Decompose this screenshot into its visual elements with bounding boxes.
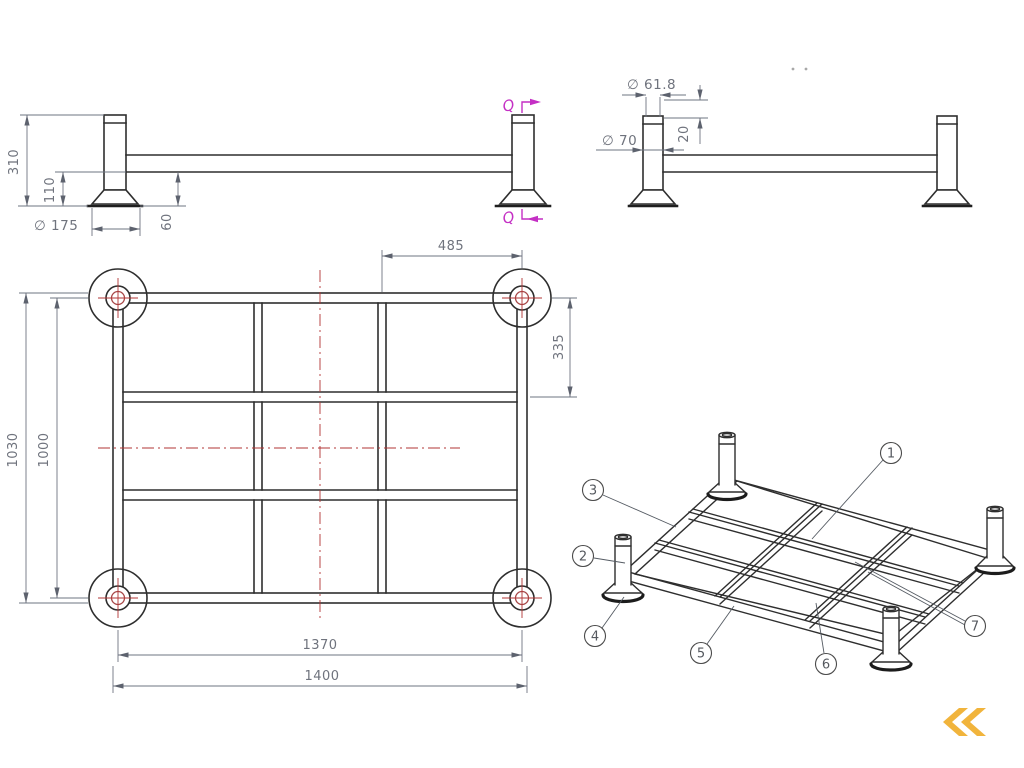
plan-centerlines [98,270,460,620]
section-mark-bottom: Q [501,208,543,228]
balloon-5: 5 [689,641,713,665]
dim-20-label: 20 [677,125,692,143]
dimension-foot-diameter: ∅ 175 [34,208,141,236]
front-left-leg [86,114,144,208]
balloon-6: 6 [814,652,838,676]
dimension-front-rail-height: 110 [43,171,126,206]
dim-485-label: 485 [438,239,464,254]
dimension-length-centers: 1370 [117,630,523,662]
dimension-front-height: 310 [7,114,104,207]
balloon-2-label: 2 [579,550,587,565]
dimension-depth-overall: 1030 [6,292,88,604]
dim-1400-label: 1400 [304,669,339,684]
dimension-front-foot-height: 60 [140,172,186,231]
iso-long-members [654,508,964,625]
plan-corner-feet [88,268,552,628]
front-elevation-view: 310 110 60 ∅ 175 Q Q [7,96,552,236]
balloon-4-label: 4 [591,630,599,645]
dim-60-label: 60 [160,213,175,231]
dimension-length-overall: 1400 [112,666,528,693]
balloon-2: 2 [571,544,595,568]
balloon-7: 7 [963,614,987,638]
dimension-post-diameter: ∅ 70 [596,133,684,153]
balloon-3: 3 [581,478,605,502]
isometric-view: 1 2 3 4 5 6 7 [571,431,1016,676]
dim-1370-label: 1370 [302,638,337,653]
side-right-leg [921,115,973,208]
dimension-bay-depth: 335 [530,297,577,398]
section-label-top: Q [501,96,517,116]
artifact-dots [791,67,808,71]
dimension-bay-width: 485 [381,239,523,292]
dimension-depth-centers: 1000 [37,297,88,599]
dim-post-dia-label: ∅ 70 [602,133,637,149]
dimension-cap-height: 20 [664,85,708,144]
section-mark-top: Q [501,96,541,116]
dim-110-label: 110 [43,177,58,203]
iso-leg-right [974,505,1016,576]
balloon-7-label: 7 [971,620,979,635]
section-label-bottom: Q [501,208,517,228]
dim-foot-dia-label: ∅ 175 [34,218,78,234]
balloon-4: 4 [583,624,607,648]
brand-logo-chevrons-icon [943,708,986,736]
dimension-cap-diameter: ∅ 61.8 [622,77,686,117]
side-elevation-view: ∅ 61.8 20 ∅ 70 [596,67,973,208]
dim-1030-label: 1030 [6,432,21,467]
side-left-leg [627,115,679,208]
iso-leg-front [869,605,913,672]
plan-cross-members [253,302,387,594]
balloon-6-label: 6 [822,658,830,673]
front-rail [125,154,513,173]
front-right-leg [494,114,552,208]
balloon-3-label: 3 [589,484,597,499]
dim-310-label: 310 [7,149,22,175]
dim-cap-dia-label: ∅ 61.8 [627,77,676,93]
balloon-1-label: 1 [887,447,895,462]
side-rail [662,154,938,173]
dim-335-label: 335 [552,334,567,360]
iso-leg-left [601,533,645,604]
balloon-callouts: 1 2 3 4 5 6 7 [571,441,987,676]
balloon-5-label: 5 [697,647,705,662]
iso-leg-back [706,431,748,502]
iso-cross-members [714,502,913,629]
balloon-1: 1 [879,441,903,465]
dim-1000-label: 1000 [37,432,52,467]
plan-view: 485 335 1030 1000 1370 [6,239,577,693]
